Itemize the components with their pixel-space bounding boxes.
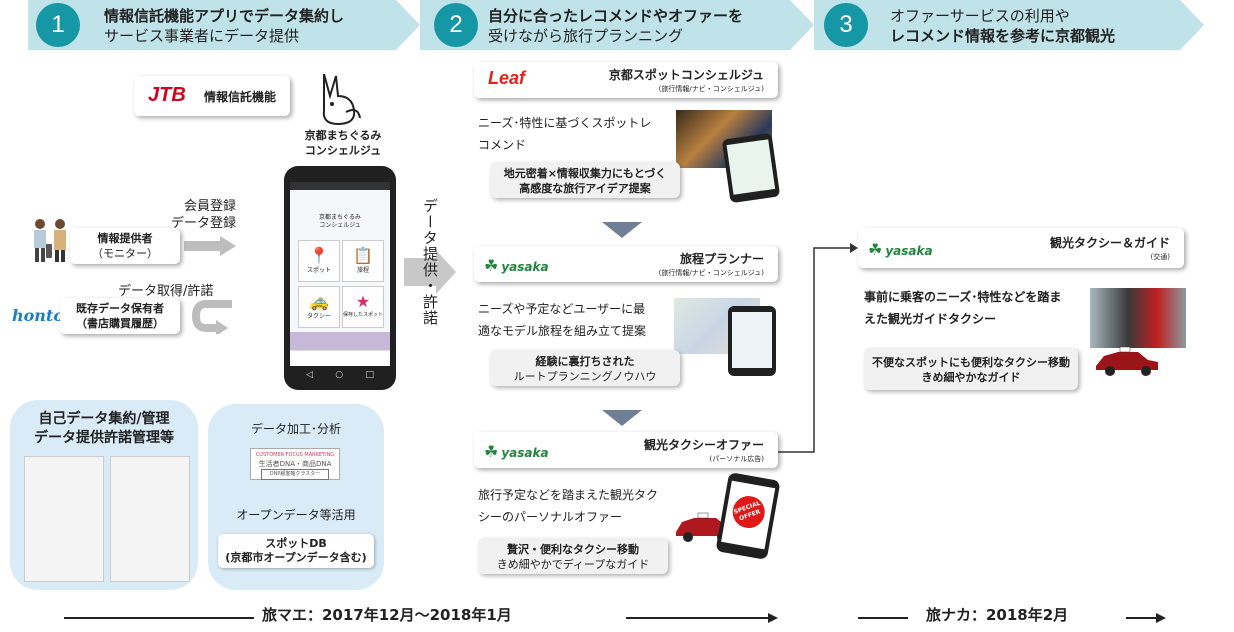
yasaka-logo-planner: ☘yasaka [484, 256, 549, 275]
timeline-period-2: 旅ナカ：2018年2月 [926, 604, 1068, 625]
recents-icon[interactable]: □ [365, 370, 374, 380]
spot-db-card: スポットDB (京都市オープンデータ含む) [218, 534, 374, 568]
step-1-text: 情報信託機能アプリでデータ集約し サービス事業者にデータ提供 [104, 6, 344, 46]
planner-description: ニーズや予定などユーザーに最 適なモデル旅程を組み立て提案 [478, 298, 646, 342]
step-2-number: 2 [434, 3, 478, 47]
taxi-offer-card: ☘yasaka 観光タクシーオファー (パーソナル広告) [474, 432, 778, 468]
guide-photo [1090, 288, 1186, 348]
taxi-icon: 🚕 [299, 293, 339, 311]
dnp-logo: CUSTOMER FOCUS MARKETING 生活者DNA・商品DNA DN… [250, 448, 340, 480]
acquisition-arrow-icon [192, 298, 236, 334]
leaf-logo: Leaf [488, 68, 525, 89]
app-bottom-nav [290, 350, 390, 366]
leaf-description: ニーズ･特性に基づくスポットレ コメンド [478, 112, 651, 156]
self-data-title: 自己データ集約/管理 データ提供許諾管理等 [10, 410, 198, 448]
provider-card: 情報提供者 （モニター） [70, 228, 180, 264]
mascot-icon [302, 66, 372, 128]
planner-card: ☘yasaka 旅程プランナー (旅行情報/ナビ・コンシェルジュ) [474, 246, 778, 282]
phone-nav-bar: ◁ ○ □ [306, 370, 374, 380]
step-3-text: オファーサービスの利用や レコメンド情報を参考に京都観光 [890, 6, 1115, 46]
step-3-number: 3 [824, 3, 868, 47]
planner-title: 旅程プランナー [680, 250, 764, 267]
data-holder-card: 既存データ保有者 （書店購買履歴） [60, 298, 180, 334]
tile-spot[interactable]: 📍 スポット [298, 240, 340, 282]
star-icon: ★ [343, 293, 383, 311]
guide-card: ☘yasaka 観光タクシー＆ガイド (交通) [858, 228, 1184, 268]
guide-taxi-icon [1092, 346, 1162, 378]
app-screen-title: 京都まちぐるみ コンシェルジュ [290, 214, 390, 230]
taxi-offer-bubble: 贅沢・便利なタクシー移動 きめ細やかでディープなガイド [478, 538, 668, 574]
honto-logo: honto [12, 306, 64, 325]
app-screen-header [290, 182, 390, 190]
jtb-label: 情報信託機能 [204, 88, 276, 105]
leaf-card: Leaf 京都スポットコンシェルジュ (旅行情報/ナビ・コンシェルジュ) [474, 62, 778, 98]
tile-taxi[interactable]: 🚕 タクシー [298, 286, 340, 328]
timeline-line-2b [1126, 617, 1156, 619]
taxi-offer-title: 観光タクシーオファー [644, 436, 764, 453]
yasaka-logo-guide: ☘yasaka [868, 240, 933, 259]
clipboard-icon: 📋 [343, 247, 383, 265]
jtb-logo: JTB [148, 84, 186, 107]
timeline-line-1a [64, 617, 254, 619]
jtb-card: JTB 情報信託機能 [134, 76, 290, 116]
yasaka-logo-taxi: ☘yasaka [484, 442, 549, 461]
guide-title: 観光タクシー＆ガイド [1050, 234, 1170, 251]
special-offer-badge: SPECIAL OFFER [728, 492, 769, 533]
data-provide-vertical-label: データ提供・許諾 [420, 198, 441, 326]
guide-subtitle: (交通) [1151, 252, 1170, 262]
taxi-offer-subtitle: (パーソナル広告) [710, 454, 764, 464]
acquisition-label: データ取得/許諾 [118, 280, 213, 299]
connector-arrow-icon [778, 240, 858, 460]
leaf-phone [722, 133, 780, 203]
timeline-arrow-2-icon [1156, 613, 1166, 623]
planner-phone [728, 306, 776, 376]
clover-icon: ☘ [868, 240, 882, 259]
app-screen: 京都まちぐるみ コンシェルジュ 📍 スポット 📋 旅程 🚕 タクシー ★ 保存し… [290, 182, 390, 366]
profile-screen-thumb [24, 456, 104, 582]
self-data-panel: 自己データ集約/管理 データ提供許諾管理等 [10, 400, 198, 590]
app-name: 京都まちぐるみ コンシェルジュ [296, 128, 390, 158]
leaf-subtitle: (旅行情報/ナビ・コンシェルジュ) [659, 84, 764, 94]
offer-phone: SPECIAL OFFER [715, 472, 780, 560]
home-icon[interactable]: ○ [335, 370, 343, 380]
timeline-period-1: 旅マエ：2017年12月～2018年1月 [262, 604, 512, 625]
open-data-label: オープンデータ等活用 [208, 506, 384, 523]
planner-bubble: 経験に裏打ちされた ルートプランニングノウハウ [490, 350, 680, 386]
step-2-text: 自分に合ったレコメンドやオファーを 受けながら旅行プランニング [488, 6, 743, 46]
monitor-people-icon [28, 216, 72, 266]
back-icon[interactable]: ◁ [306, 370, 313, 380]
planner-subtitle: (旅行情報/ナビ・コンシェルジュ) [659, 268, 764, 278]
clover-icon: ☘ [484, 256, 498, 275]
timeline-line-2a [858, 617, 908, 619]
tile-saved[interactable]: ★ 保存したスポット [342, 286, 384, 328]
step-1-number: 1 [36, 3, 80, 47]
data-processing-panel: データ加工･分析 CUSTOMER FOCUS MARKETING 生活者DNA… [208, 404, 384, 590]
registration-arrow-icon [184, 236, 236, 256]
leaf-title: 京都スポットコンシェルジュ [609, 66, 764, 83]
leaf-bubble: 地元密着×情報収集力にもとづく 高感度な旅行アイデア提案 [490, 162, 680, 198]
pin-icon: 📍 [299, 247, 339, 265]
taxi-offer-description: 旅行予定などを踏まえた観光タク シーのパーソナルオファー [478, 484, 658, 528]
tile-itinerary[interactable]: 📋 旅程 [342, 240, 384, 282]
permission-screen-thumb [110, 456, 190, 582]
flow-arrow-2-icon [602, 410, 642, 426]
guide-bubble: 不便なスポットにも便利なタクシー移動 きめ細やかなガイド [864, 348, 1078, 390]
timeline-arrow-1-icon [768, 613, 778, 623]
city-skyline [290, 332, 390, 350]
processing-label: データ加工･分析 [208, 420, 384, 437]
guide-description: 事前に乗客のニーズ･特性などを踏ま えた観光ガイドタクシー [864, 286, 1061, 330]
clover-icon: ☘ [484, 442, 498, 461]
timeline-line-1b [626, 617, 768, 619]
member-registration-label: 会員登録 データ登録 [150, 198, 236, 232]
flow-arrow-1-icon [602, 222, 642, 238]
app-phone: 京都まちぐるみ コンシェルジュ 📍 スポット 📋 旅程 🚕 タクシー ★ 保存し… [284, 166, 396, 390]
